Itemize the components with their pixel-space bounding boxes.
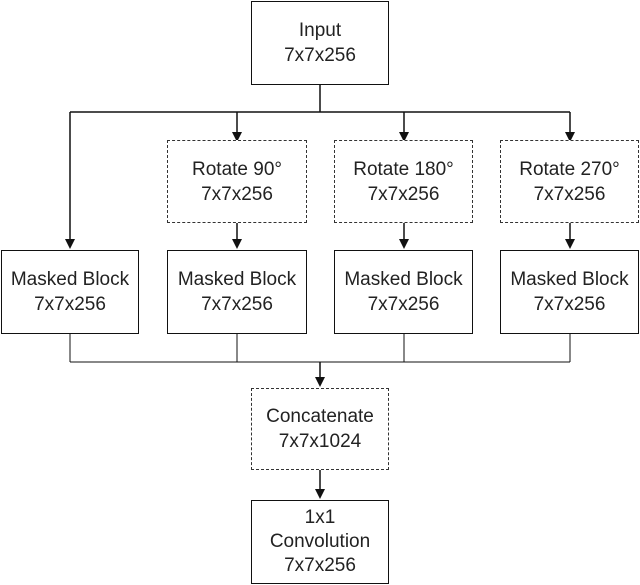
node-rotate-180: Rotate 180° 7x7x256 xyxy=(334,140,473,223)
edge-masked-bus xyxy=(69,334,571,363)
node-masked-block-3-line-1: Masked Block xyxy=(344,269,463,290)
node-masked-block-1-line-1: Masked Block xyxy=(10,269,130,290)
node-rotate-270-line-1: Rotate 270° xyxy=(519,158,620,180)
node-rotate-270-line-2: 7x7x256 xyxy=(533,183,606,205)
node-concatenate-line-1: Concatenate xyxy=(266,406,374,427)
node-masked-block-2: Masked Block 7x7x256 xyxy=(167,250,307,334)
node-convolution-line-2: Convolution xyxy=(269,531,371,552)
node-input-line-2: 7x7x256 xyxy=(284,45,356,66)
node-masked-block-3-line-2: 7x7x256 xyxy=(367,294,440,315)
node-masked-block-2-line-1: Masked Block xyxy=(177,269,297,290)
node-masked-block-4: Masked Block 7x7x256 xyxy=(500,250,639,334)
node-masked-block-4-line-1: Masked Block xyxy=(510,269,629,290)
node-masked-block-1-line-2: 7x7x256 xyxy=(34,294,106,315)
node-rotate-270: Rotate 270° 7x7x256 xyxy=(500,140,639,223)
edge-input-bus xyxy=(70,85,570,113)
node-convolution-line-1: 1x1 xyxy=(304,507,336,528)
node-input: Input 7x7x256 xyxy=(251,1,389,85)
node-concatenate: Concatenate 7x7x1024 xyxy=(251,388,389,470)
node-convolution: 1x1 Convolution 7x7x256 xyxy=(251,500,389,584)
node-rotate-90-line-2: 7x7x256 xyxy=(201,183,273,205)
node-rotate-180-line-1: Rotate 180° xyxy=(353,158,454,180)
node-masked-block-3: Masked Block 7x7x256 xyxy=(334,250,473,334)
node-rotate-90-line-1: Rotate 90° xyxy=(192,158,282,180)
node-masked-block-1: Masked Block 7x7x256 xyxy=(1,250,139,334)
node-rotate-90: Rotate 90° 7x7x256 xyxy=(167,140,307,223)
node-convolution-line-3: 7x7x256 xyxy=(284,555,356,576)
node-concatenate-line-2: 7x7x1024 xyxy=(278,431,362,452)
node-masked-block-2-line-2: 7x7x256 xyxy=(201,294,273,315)
node-rotate-180-line-2: 7x7x256 xyxy=(367,183,440,205)
node-masked-block-4-line-2: 7x7x256 xyxy=(533,294,606,315)
node-input-line-1: Input xyxy=(298,20,342,41)
